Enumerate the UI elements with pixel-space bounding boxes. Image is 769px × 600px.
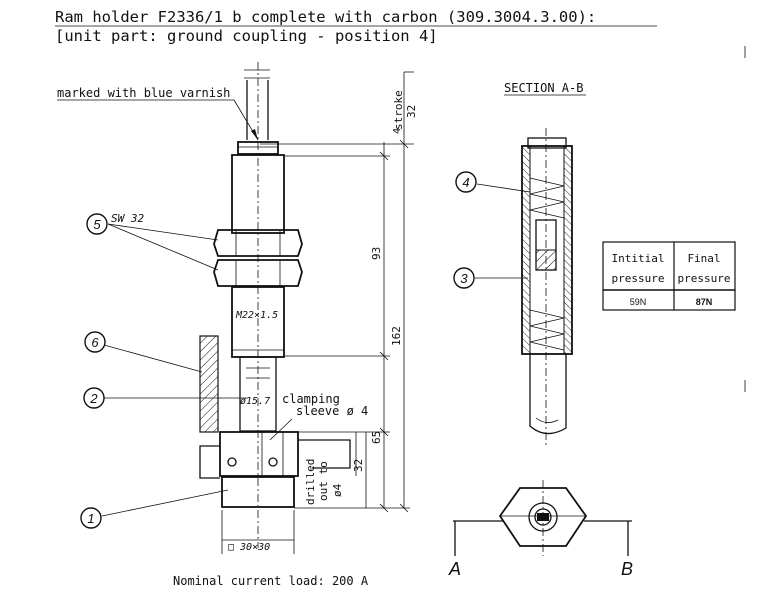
dim-length-93: 93 [370, 247, 383, 260]
hex-end-view [453, 480, 632, 556]
dim-length-32: 32 [352, 459, 365, 472]
svg-text:5: 5 [93, 217, 101, 232]
section-label: SECTION A-B [504, 81, 583, 95]
dim-thread: M22×1.5 [235, 310, 278, 321]
callout-5: 5 [86, 213, 219, 271]
dim-shaft-diameter: ø15.7 [240, 396, 270, 407]
dim-base-square: □ 30×30 [228, 542, 270, 553]
view-label-a: A [448, 559, 461, 579]
svg-text:4: 4 [462, 175, 469, 190]
pressure-value-final: 87N [696, 297, 713, 307]
callout-4: 4 [455, 171, 531, 193]
svg-text:1: 1 [87, 511, 94, 526]
svg-text:2: 2 [89, 391, 98, 406]
pressure-table: Intitial pressure Final pressure 59N 87N [602, 241, 736, 311]
svg-text:3: 3 [460, 271, 468, 286]
dim-length-65: 65 [370, 431, 383, 444]
callout-6: 6 [84, 331, 203, 373]
dim-length-162: 162 [390, 326, 403, 346]
pressure-header-initial-1: Intitial [612, 252, 665, 265]
dim-top-gap: 4 [392, 128, 403, 134]
ram-holder-side-view [199, 62, 357, 554]
note-drilled-line3: ø4 [331, 483, 344, 497]
dimension-lines [260, 71, 414, 513]
dim-stroke-value: 32 [405, 105, 418, 118]
pressure-header-initial-2: pressure [612, 272, 665, 285]
svg-text:6: 6 [91, 335, 99, 350]
dim-stroke-label: stroke [392, 90, 405, 130]
callout-2: 2 [83, 387, 248, 409]
note-clamping-line2: sleeve ø 4 [296, 404, 368, 418]
dim-wrench-size: SW 32 [111, 212, 144, 225]
title-line-1: Ram holder F2336/1 b complete with carbo… [55, 8, 596, 26]
pressure-value-initial: 59N [630, 297, 647, 307]
note-blue-varnish: marked with blue varnish [57, 86, 230, 100]
pressure-header-final-2: pressure [678, 272, 731, 285]
footer-current-load: Nominal current load: 200 A [173, 574, 369, 588]
pressure-header-final-1: Final [687, 252, 720, 265]
section-view [521, 128, 573, 446]
note-drilled-line2: out to [317, 461, 330, 501]
callout-1: 1 [80, 489, 229, 529]
note-clamping-line1: clamping [282, 392, 340, 406]
note-drilled-line1: drilled [304, 459, 317, 505]
callout-3: 3 [453, 267, 528, 289]
view-label-b: B [621, 559, 633, 579]
leader-arrow [251, 129, 258, 140]
title-line-2: [unit part: ground coupling - position 4… [55, 27, 438, 45]
